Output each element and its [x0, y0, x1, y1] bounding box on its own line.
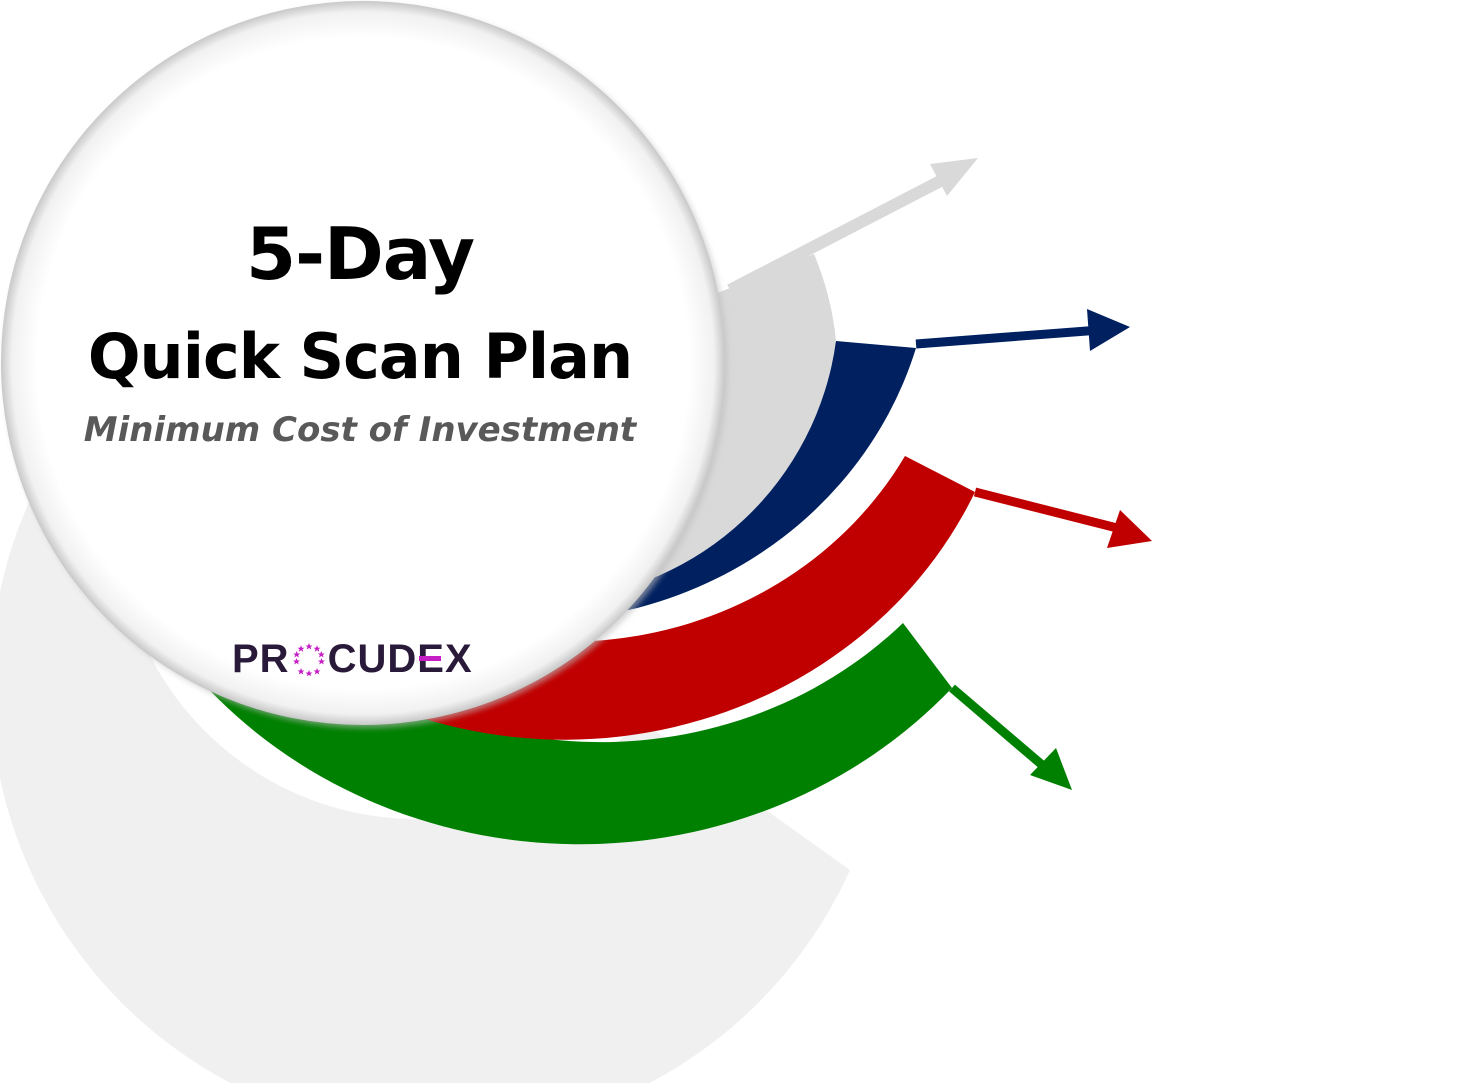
gray-arrow-head [930, 158, 978, 196]
green-arrow [200, 580, 1072, 845]
red-arrow-head [1107, 510, 1152, 548]
logo-text-part-3: X [444, 636, 473, 681]
shadow-sweep [0, 500, 850, 1083]
gray-arrow-shaft [727, 170, 953, 296]
subtitle: Minimum Cost of Investment [83, 410, 637, 450]
procudex-logo: PR CUD E X [232, 636, 473, 682]
green-band [200, 580, 952, 845]
logo-e-accent-bar [419, 655, 442, 661]
title-line-2: Quick Scan Plan [87, 320, 633, 393]
navy-arrow-head [1087, 309, 1130, 351]
red-arrow-shaft [973, 487, 1127, 535]
green-arrow-shaft [949, 684, 1051, 774]
logo-letter-e: E [417, 637, 445, 682]
title-line-1: 5-Day [245, 212, 475, 296]
logo-text-part-1: PR [232, 636, 290, 681]
main-disc [1, 1, 725, 725]
green-arrow-head [1030, 748, 1072, 790]
star-ring-icon [292, 643, 325, 676]
navy-arrow-shaft [915, 325, 1101, 349]
logo-text-part-2: CUD [327, 636, 418, 681]
